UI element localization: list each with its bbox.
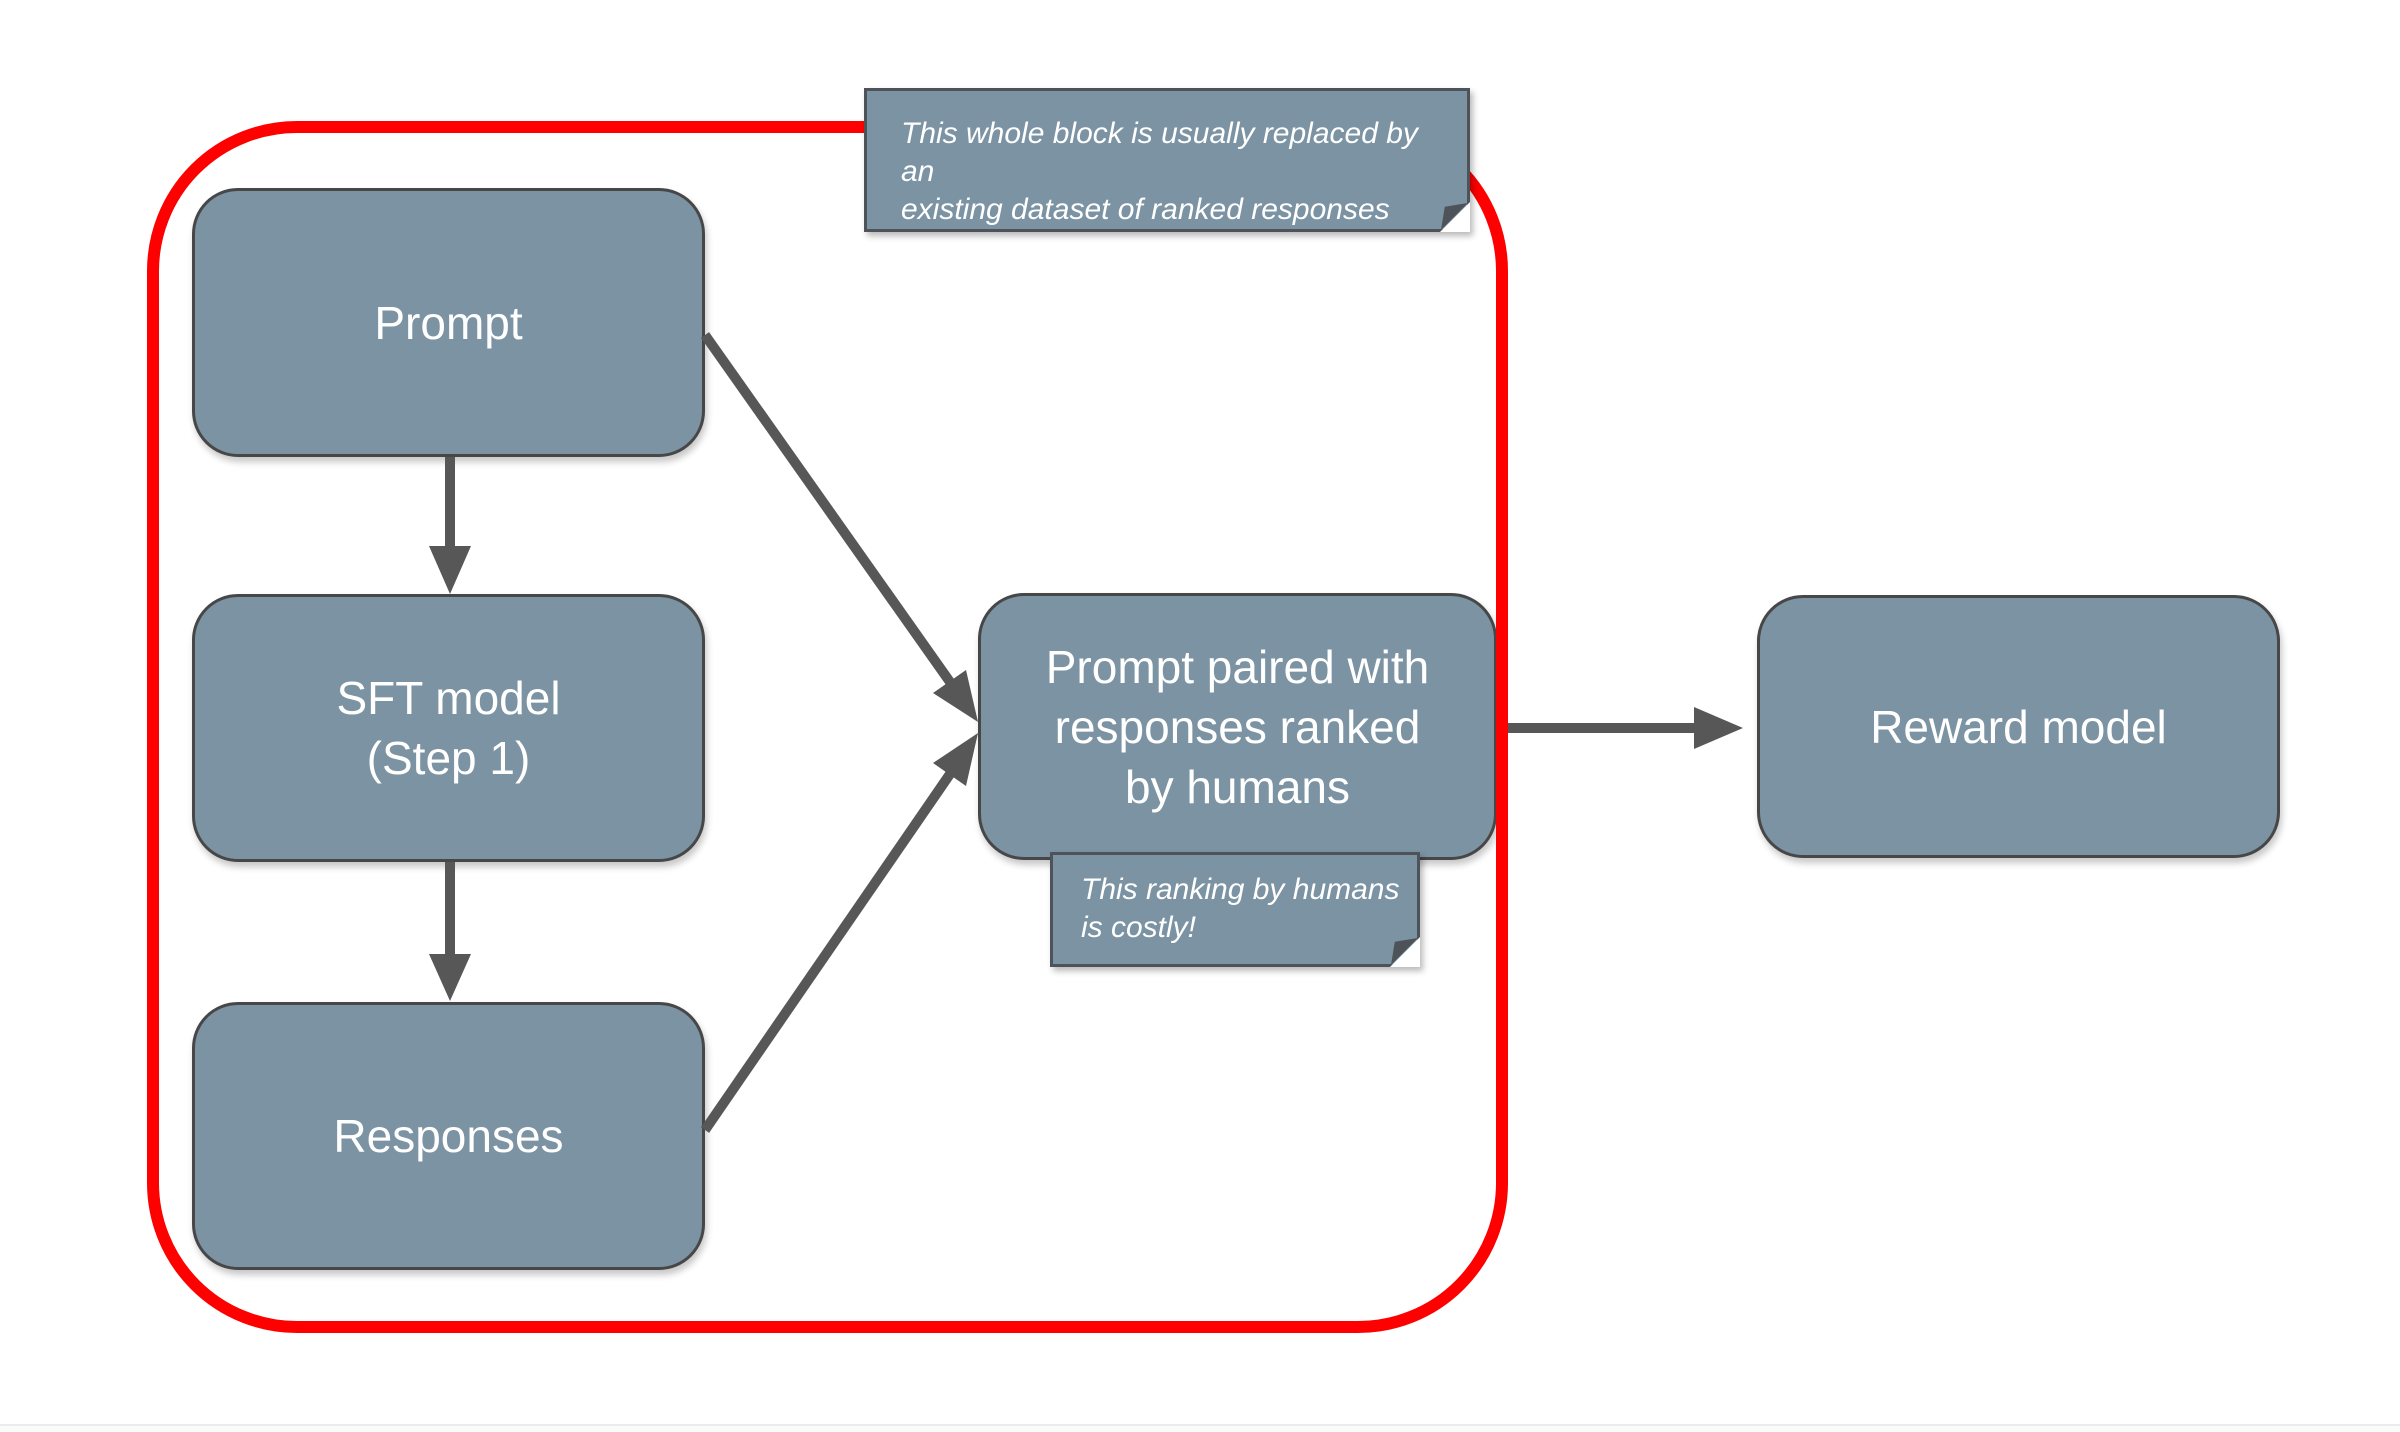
arrow-paired-to-reward-head — [1694, 707, 1743, 749]
arrow-prompt-to-paired-head — [933, 670, 978, 722]
note-ranking-costly-line2: is costly! — [1081, 911, 1197, 944]
arrow-responses-to-paired-shaft — [700, 771, 955, 1133]
prompt-box-label: Prompt — [374, 296, 523, 349]
arrow-responses-to-paired-head — [933, 733, 978, 786]
responses-box: Responses — [192, 1002, 705, 1270]
note-existing-dataset-line1: This whole block is usually replaced by … — [901, 117, 1418, 188]
arrow-sft-to-responses-head — [429, 954, 471, 1001]
note-ranking-costly-line1: This ranking by humans — [1081, 873, 1400, 906]
arrow-prompt-to-paired-shaft — [700, 332, 955, 685]
sft-model-box-label-line2: (Step 1) — [366, 732, 531, 784]
note-existing-dataset: This whole block is usually replaced by … — [864, 88, 1470, 232]
reward-model-box-label: Reward model — [1870, 700, 2167, 753]
prompt-paired-responses-box: Prompt paired with responses ranked by h… — [978, 593, 1497, 860]
page-bottom-edge — [0, 1424, 2400, 1426]
prompt-box: Prompt — [192, 188, 705, 457]
note-ranking-costly: This ranking by humans is costly! — [1050, 852, 1420, 967]
paired-box-label-line3: by humans — [1124, 760, 1350, 813]
sft-model-box: SFT model (Step 1) — [192, 594, 705, 862]
note-existing-dataset-line2: existing dataset of ranked responses — [901, 193, 1390, 226]
page-bottom-area — [0, 1426, 2400, 1432]
responses-box-label: Responses — [333, 1110, 564, 1162]
paired-box-label-line1: Prompt paired with — [1045, 640, 1430, 693]
reward-model-box: Reward model — [1757, 595, 2280, 858]
arrow-prompt-to-sft-head — [429, 546, 471, 594]
sft-model-box-label-line1: SFT model — [336, 672, 561, 724]
paired-box-label-line2: responses ranked — [1054, 700, 1421, 753]
